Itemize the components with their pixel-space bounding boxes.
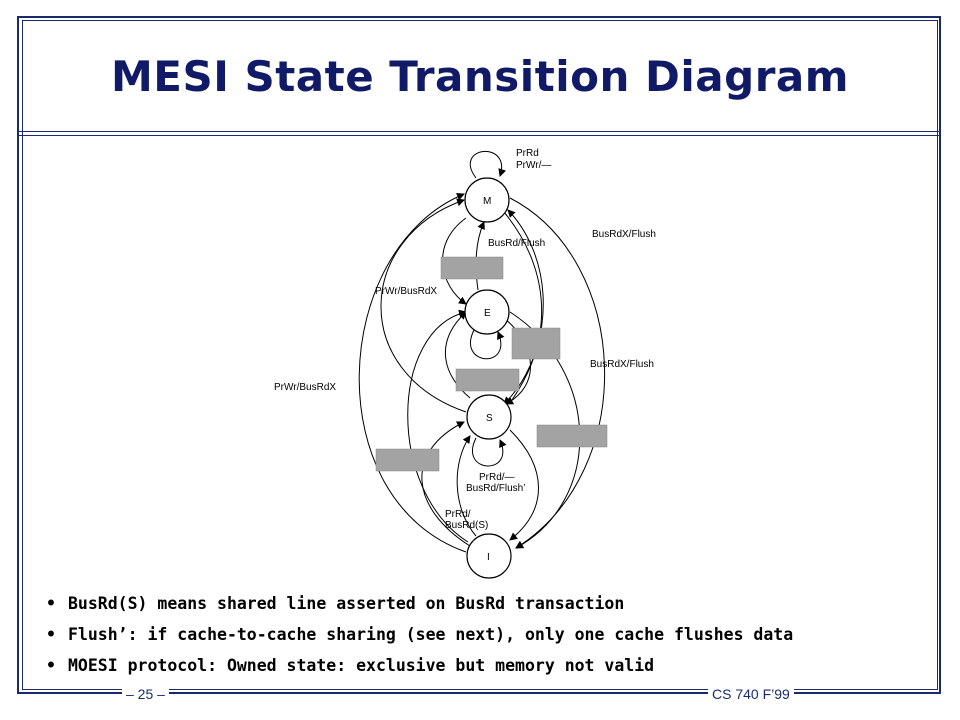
redaction-box-1 <box>440 256 504 280</box>
s-self-loop <box>472 437 507 467</box>
label-i-prwr-busrdx: PrWr/BusRdX <box>274 382 336 393</box>
state-s-label: S <box>486 413 493 424</box>
s-to-i-arrow <box>509 429 539 541</box>
redaction-box-5 <box>375 448 440 472</box>
notes-list: • BusRd(S) means shared line asserted on … <box>46 588 793 681</box>
label-i-prrd: PrRd/ <box>445 509 471 520</box>
redaction-box-3 <box>455 368 520 392</box>
bullet-dot: • <box>46 594 56 613</box>
m-to-i-arrow <box>509 197 606 549</box>
i-to-s-arrow <box>456 435 477 537</box>
label-e-busrdx-flush: BusRdX/Flush <box>590 359 654 370</box>
e-self-loop <box>470 329 505 360</box>
label-m-busrdx-flush: BusRdX/Flush <box>592 229 656 240</box>
redaction-box-4 <box>536 424 608 448</box>
s-to-m-prwr-arrow <box>380 198 467 413</box>
bullet-dot: • <box>46 625 56 644</box>
label-e-prwr-busrdx: PrWr/BusRdX <box>375 286 437 297</box>
label-m-self-prwr: PrWr/— <box>516 160 551 171</box>
state-m-label: M <box>483 196 491 207</box>
slide-frame-outer <box>17 16 941 694</box>
title-rule-bottom <box>18 135 940 136</box>
bullet-dot: • <box>46 656 56 675</box>
label-s-self-prrd: PrRd/— <box>479 472 515 483</box>
note-text: MOESI protocol: Owned state: exclusive b… <box>68 656 655 675</box>
i-to-s-left-arrow <box>421 421 471 547</box>
state-m: M <box>464 177 510 223</box>
slide-frame-inner <box>22 20 938 690</box>
note-text: Flush’: if cache-to-cache sharing (see n… <box>68 625 794 644</box>
state-e: E <box>464 289 510 335</box>
slide-title: MESI State Transition Diagram <box>110 52 850 101</box>
note-text: BusRd(S) means shared line asserted on B… <box>68 594 625 613</box>
note-item: • Flush’: if cache-to-cache sharing (see … <box>46 619 793 650</box>
course-label: CS 740 F’99 <box>708 686 794 702</box>
i-to-m-arrow <box>358 193 467 553</box>
label-i-busrd-s: BusRd(S) <box>445 520 488 531</box>
state-s: S <box>466 394 512 440</box>
s-to-m-arrow <box>507 209 544 401</box>
page-number: – 25 – <box>122 686 169 702</box>
label-m-busrd-flush: BusRd/Flush <box>488 238 545 249</box>
redaction-box-2 <box>511 327 561 360</box>
state-i: I <box>466 533 512 579</box>
title-rule-top <box>18 131 940 132</box>
m-self-loop <box>469 151 507 179</box>
state-e-label: E <box>484 308 491 319</box>
note-item: • BusRd(S) means shared line asserted on … <box>46 588 793 619</box>
note-item: • MOESI protocol: Owned state: exclusive … <box>46 650 793 681</box>
state-i-label: I <box>487 552 490 563</box>
e-to-m-arrow <box>475 221 485 291</box>
label-m-self-prrd: PrRd <box>516 148 539 159</box>
i-to-e-arrow <box>407 309 469 543</box>
label-s-self-busrd: BusRd/Flush’ <box>466 483 525 494</box>
